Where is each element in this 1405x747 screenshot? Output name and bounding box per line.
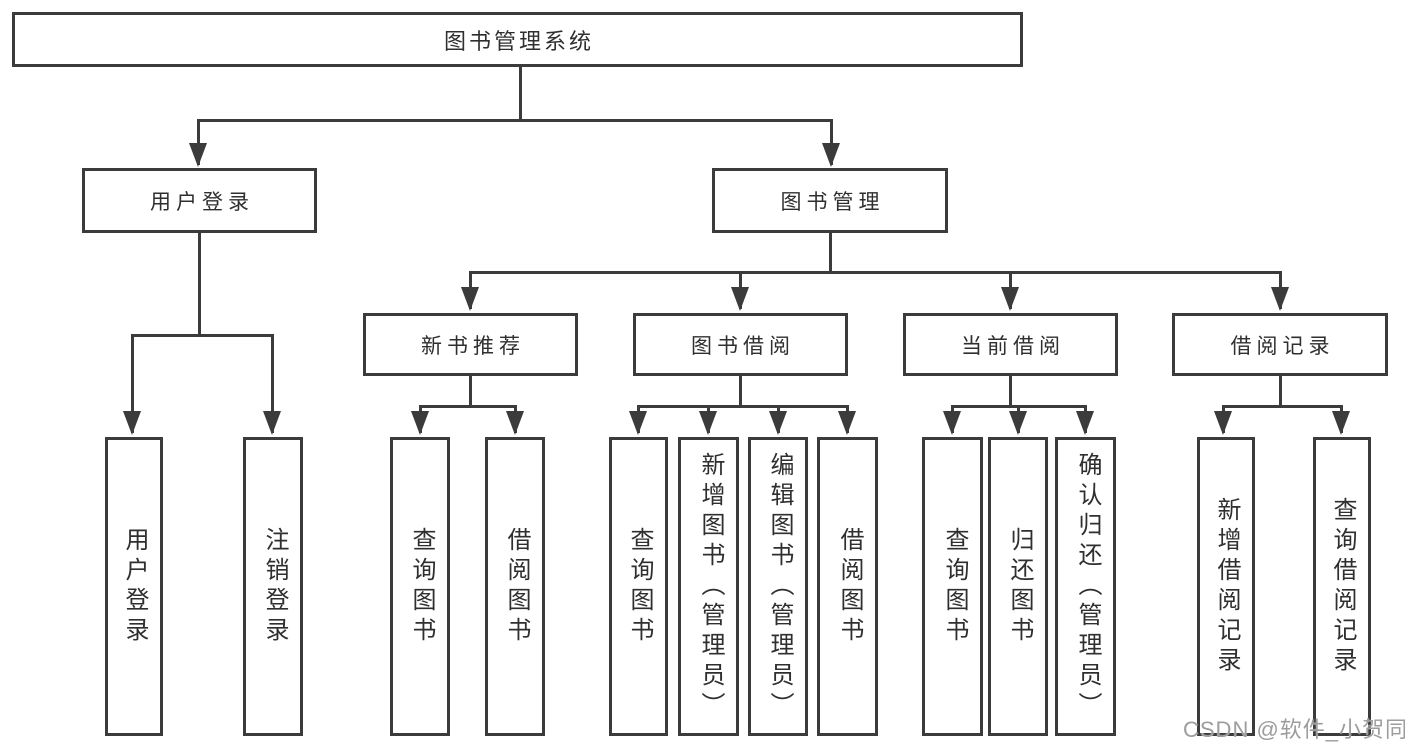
leaf-borrow-book-2: 借阅图书 <box>817 437 878 736</box>
leaf-query-borrow-record: 查询借阅记录 <box>1313 437 1371 736</box>
leaf-user-login: 用户登录 <box>105 437 163 736</box>
leaf-edit-book-admin: 编辑图书（管理员） <box>748 437 808 736</box>
connector-manage-branch <box>469 271 1282 274</box>
connector-borrow-branch <box>637 405 849 408</box>
leaf-confirm-return-admin: 确认归还（管理员） <box>1055 437 1116 736</box>
leaf-logout: 注销登录 <box>243 437 303 736</box>
arrow-down-icon <box>699 411 717 435</box>
connector-login-branch <box>131 334 274 337</box>
connector-login-drop <box>197 119 200 165</box>
connector-record-stem <box>1279 376 1282 407</box>
connector-root-branch <box>197 119 833 122</box>
arrow-down-icon <box>822 143 840 167</box>
leaf-query-book-1: 查询图书 <box>390 437 450 736</box>
arrow-down-icon <box>189 143 207 167</box>
arrow-down-icon <box>411 411 429 435</box>
connector-newbook-stem <box>469 376 472 407</box>
arrow-down-icon <box>1214 411 1232 435</box>
connector-record-branch <box>1222 405 1343 408</box>
connector-root-stem <box>519 67 522 120</box>
connector-newbook-branch <box>419 405 517 408</box>
connector-login-stem <box>198 233 201 337</box>
arrow-down-icon <box>769 411 787 435</box>
arrow-down-icon <box>1271 287 1289 311</box>
leaf-add-borrow-record: 新增借阅记录 <box>1197 437 1255 736</box>
arrow-down-icon <box>123 411 141 435</box>
leaf-borrow-book-1: 借阅图书 <box>485 437 545 736</box>
leaf-query-book-3: 查询图书 <box>922 437 983 736</box>
arrow-down-icon <box>629 411 647 435</box>
connector-current-stem <box>1009 376 1012 407</box>
connector-borrow-stem <box>739 376 742 407</box>
arrow-down-icon <box>1001 287 1019 311</box>
leaf-return-book: 归还图书 <box>988 437 1048 736</box>
arrow-down-icon <box>943 411 961 435</box>
arrow-down-icon <box>838 411 856 435</box>
node-borrow-record: 借阅记录 <box>1172 313 1388 376</box>
arrow-down-icon <box>263 411 281 435</box>
node-current-borrow: 当前借阅 <box>903 313 1118 376</box>
arrow-down-icon <box>461 287 479 311</box>
connector-leaf-drop <box>131 334 134 433</box>
arrow-down-icon <box>1076 411 1094 435</box>
leaf-add-book-admin: 新增图书（管理员） <box>678 437 739 736</box>
node-new-book-recommend: 新书推荐 <box>363 313 578 376</box>
node-book-borrow: 图书借阅 <box>633 313 848 376</box>
connector-leaf-drop <box>271 334 274 433</box>
node-root-system: 图书管理系统 <box>12 12 1023 67</box>
node-book-management: 图书管理 <box>712 168 948 233</box>
arrow-down-icon <box>1009 411 1027 435</box>
leaf-query-book-2: 查询图书 <box>609 437 668 736</box>
csdn-watermark: CSDN @软件_小贺同学 <box>1183 717 1405 742</box>
node-user-login: 用户登录 <box>82 168 317 233</box>
arrow-down-icon <box>731 287 749 311</box>
arrow-down-icon <box>1332 411 1350 435</box>
connector-manage-drop <box>830 119 833 165</box>
arrow-down-icon <box>506 411 524 435</box>
connector-manage-stem <box>829 233 832 274</box>
